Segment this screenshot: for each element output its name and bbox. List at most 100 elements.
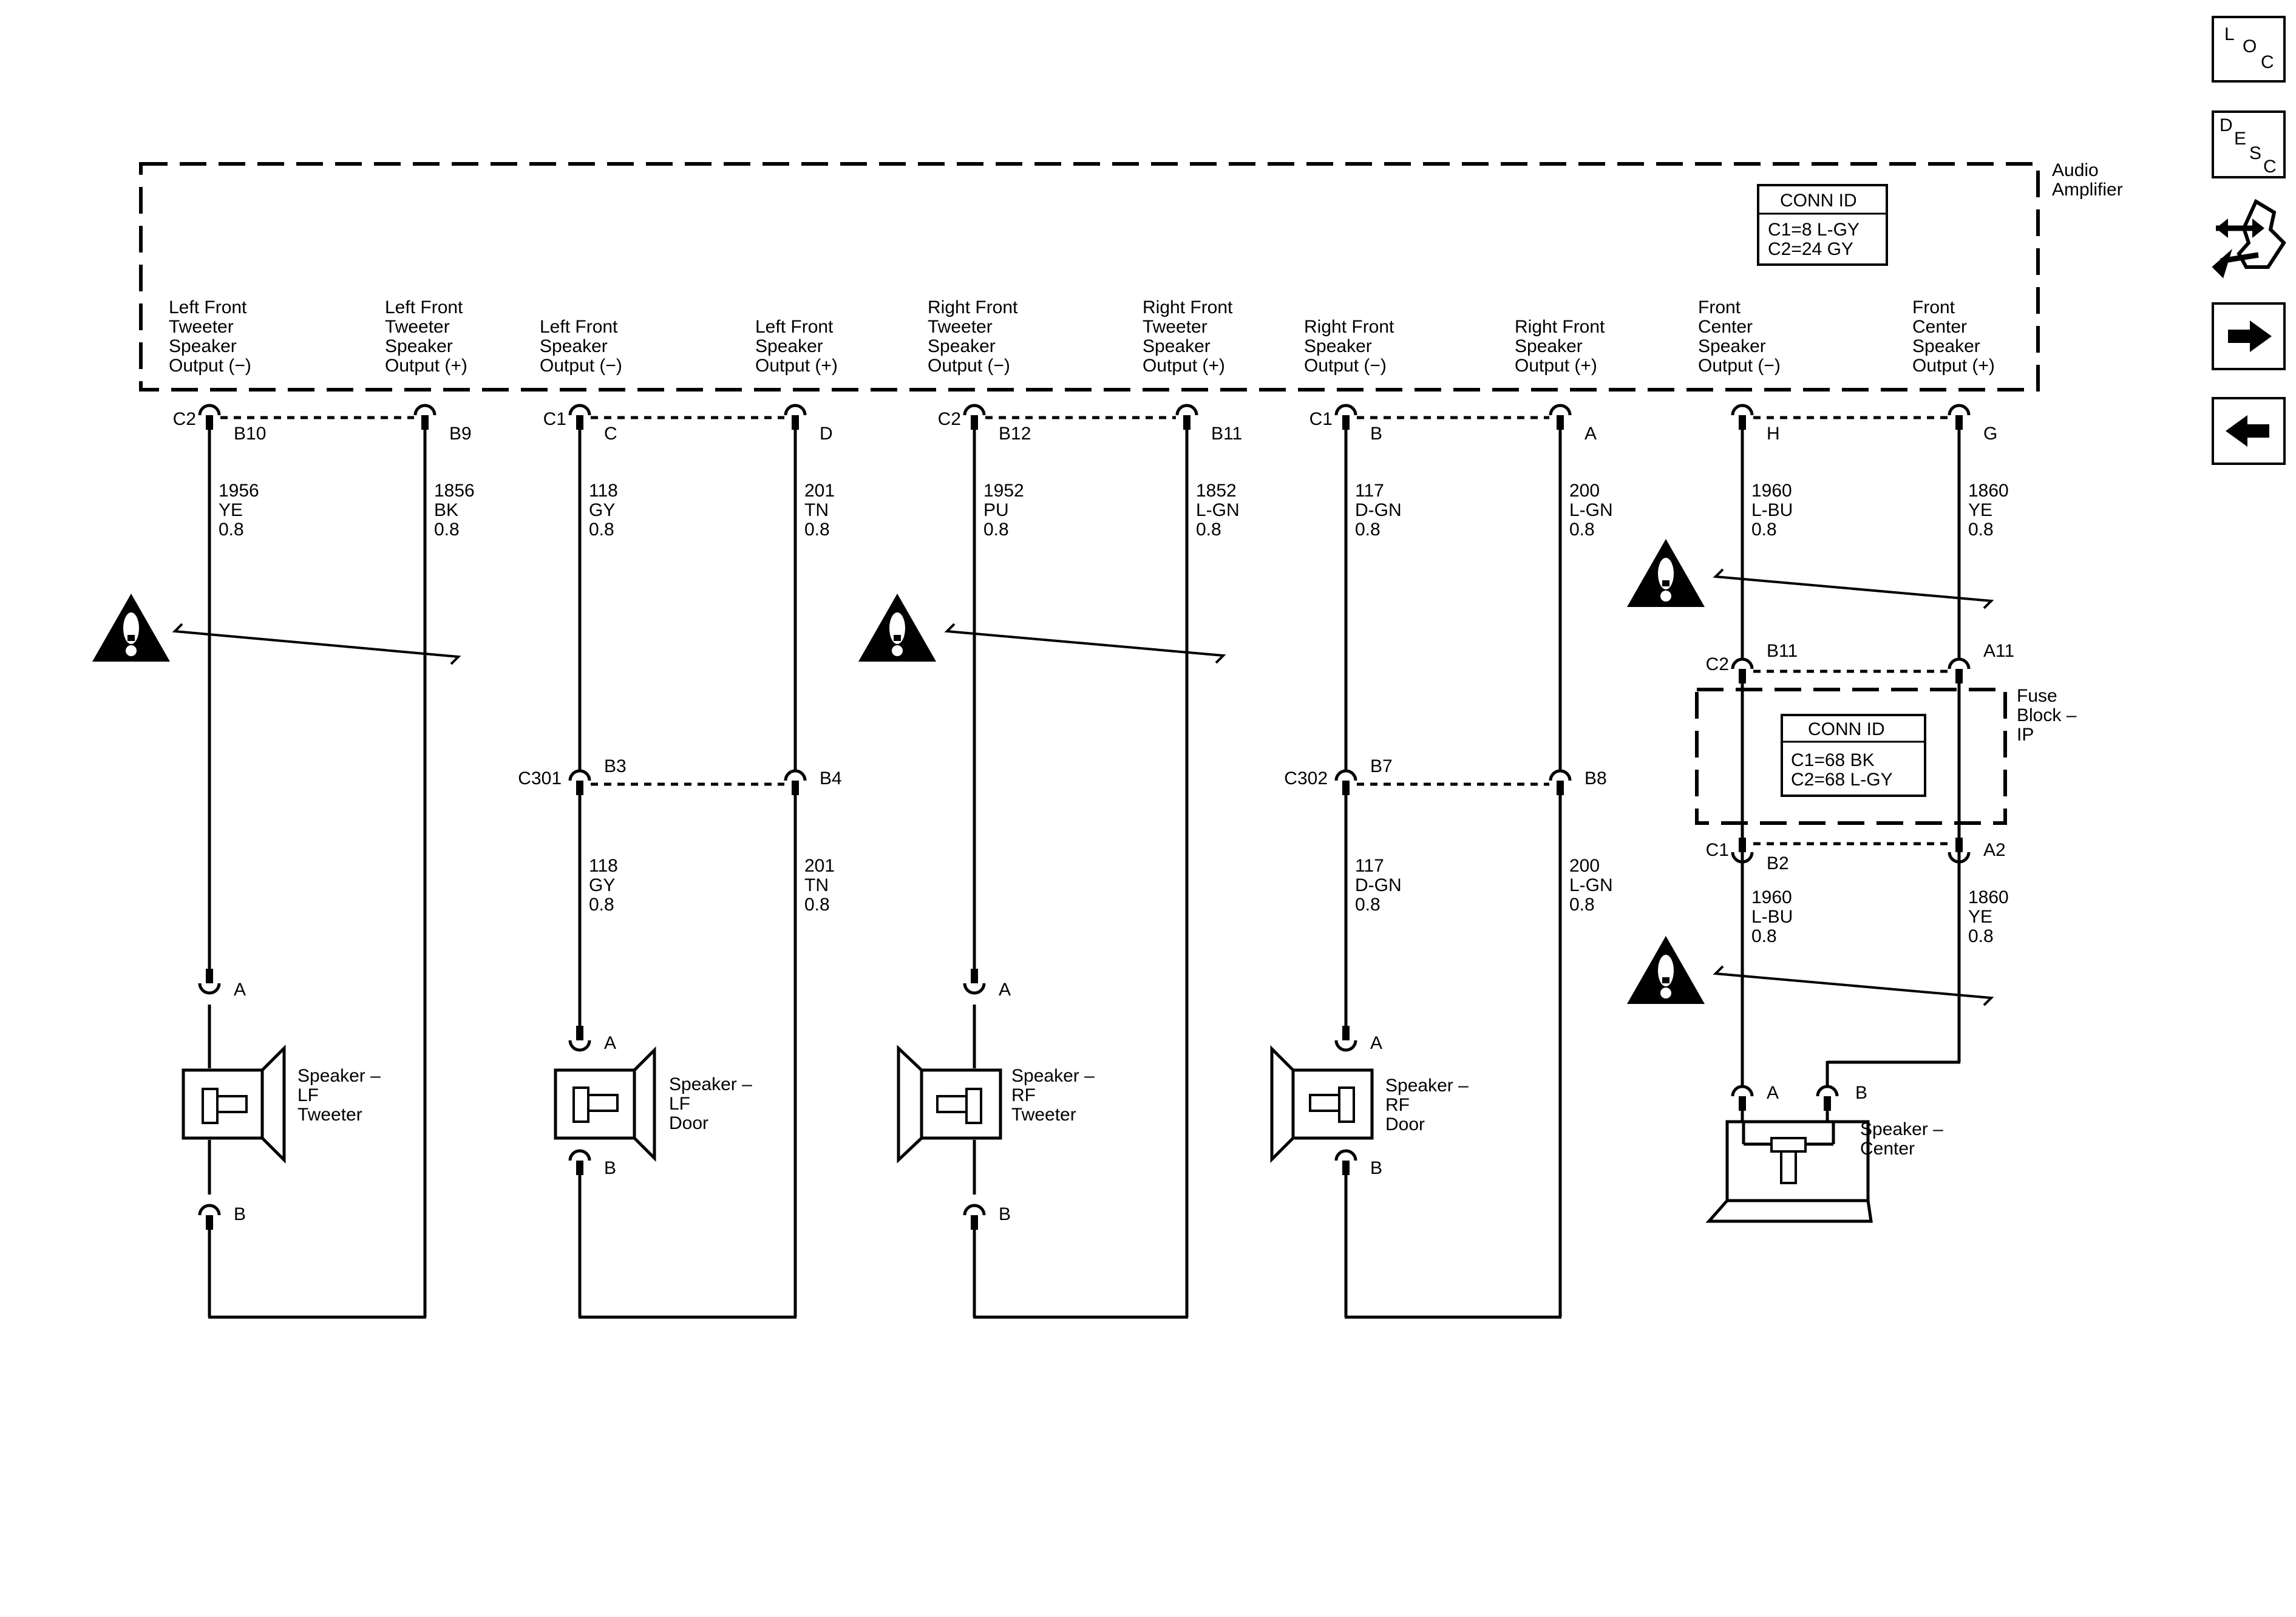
arrow-left-icon bbox=[2226, 415, 2269, 447]
fuse-pin-label: B2 bbox=[1767, 853, 1789, 873]
connector-pin bbox=[1342, 1161, 1350, 1175]
connector-arc bbox=[1731, 1085, 1754, 1097]
wire-upper-color: L-BU bbox=[1751, 500, 1793, 520]
wire-lower-circuit: 201 bbox=[804, 856, 835, 876]
connector-pin bbox=[1739, 669, 1746, 683]
amp-output-label-line: Right Front bbox=[1304, 317, 1394, 337]
connector-arc bbox=[568, 404, 591, 416]
fuse-conn-id-frame bbox=[1781, 714, 1926, 797]
amp-connector-name: C1 bbox=[543, 409, 566, 429]
fuse-connector bbox=[1731, 838, 1754, 864]
wire-upper-color: L-GN bbox=[1196, 500, 1240, 520]
next-page-button[interactable] bbox=[2212, 302, 2286, 370]
connector-arc bbox=[568, 769, 591, 781]
amp-conn-id-title: CONN ID bbox=[1780, 191, 1857, 211]
connector-pin bbox=[792, 781, 799, 795]
amp-output-label-line: Front bbox=[1912, 297, 1955, 317]
amp-output-label-line: Left Front bbox=[385, 297, 463, 317]
speaker-connector bbox=[963, 1204, 986, 1230]
wire-upper-color: D-GN bbox=[1355, 500, 1402, 520]
amp-output-label-line: Right Front bbox=[1515, 317, 1605, 337]
connector-arc bbox=[568, 1040, 591, 1052]
connector-arc bbox=[784, 769, 807, 781]
speaker-lf-door: Speaker – LF Door bbox=[554, 1046, 752, 1162]
speaker-rf-door: Speaker – RF Door bbox=[1270, 1045, 1469, 1164]
connector-pin bbox=[206, 1215, 213, 1230]
speaker-pin-label: B bbox=[234, 1204, 246, 1224]
wire-upper-circuit: 200 bbox=[1569, 481, 1600, 501]
amp-output-label-line: Output (+) bbox=[1143, 356, 1225, 376]
caution-markers bbox=[92, 539, 1994, 1006]
speaker-pin-label: A bbox=[1767, 1083, 1779, 1103]
speaker-cone bbox=[1705, 1199, 1873, 1223]
connector-arc bbox=[1175, 404, 1198, 416]
wire-lower-color: GY bbox=[589, 875, 615, 895]
speaker-voice-coil bbox=[587, 1094, 619, 1112]
wire-upper-circuit: 1956 bbox=[219, 481, 259, 501]
svg-text:D: D bbox=[2220, 115, 2233, 135]
svg-text:S: S bbox=[2249, 143, 2261, 163]
speaker-connector bbox=[568, 1149, 591, 1175]
amp-output-label-line: Tweeter bbox=[1143, 317, 1207, 337]
connector-arc bbox=[963, 404, 986, 416]
previous-page-button[interactable] bbox=[2212, 397, 2286, 465]
connector-pin bbox=[1557, 415, 1564, 430]
wire-upper-circuit: 117 bbox=[1355, 481, 1384, 501]
wire-upper-size: 0.8 bbox=[589, 520, 614, 540]
inline-connector bbox=[1334, 769, 1357, 795]
amp-output-label-line: Speaker bbox=[1698, 336, 1766, 356]
amp-pin-label: A bbox=[1584, 424, 1597, 444]
connector-arc bbox=[1948, 852, 1971, 864]
speaker-pin-label: B bbox=[1370, 1158, 1382, 1178]
wire-lower-color: YE bbox=[1968, 907, 1992, 927]
loc-button[interactable]: L O C bbox=[2212, 16, 2286, 83]
speaker-pin-label: B bbox=[999, 1204, 1011, 1224]
connector-arc bbox=[1549, 404, 1572, 416]
wire-upper-color: TN bbox=[804, 500, 829, 520]
connector-pin bbox=[792, 415, 799, 430]
amp-output-label-line: Speaker bbox=[1515, 336, 1583, 356]
connector-pin bbox=[971, 969, 978, 983]
desc-button[interactable]: D E S C bbox=[2212, 110, 2286, 178]
speaker-magnet bbox=[572, 1086, 589, 1123]
wire-lower-color: L-BU bbox=[1751, 907, 1793, 927]
wire-upper-size: 0.8 bbox=[434, 520, 460, 540]
amp-connector bbox=[784, 404, 807, 430]
speaker-lf-tweeter: Speaker – LF Tweeter bbox=[182, 1044, 381, 1164]
amp-connector bbox=[1731, 404, 1754, 430]
connector-pin bbox=[1739, 415, 1746, 430]
amp-connector bbox=[1549, 404, 1572, 430]
speaker-cone bbox=[897, 1045, 923, 1164]
speaker-connector bbox=[1334, 1026, 1357, 1052]
amp-output-label-line: Tweeter bbox=[928, 317, 993, 337]
speaker-magnet bbox=[202, 1088, 219, 1124]
connector-pin bbox=[1955, 415, 1963, 430]
speaker-cone bbox=[1270, 1045, 1295, 1164]
amp-output-label-line: Output (−) bbox=[1304, 356, 1387, 376]
wire-upper-color: BK bbox=[434, 500, 458, 520]
amp-connector bbox=[198, 404, 221, 430]
amp-conn-id-c2: C2=24 GY bbox=[1768, 239, 1853, 259]
connector-arc bbox=[198, 1204, 221, 1216]
connector-pin bbox=[576, 781, 583, 795]
amp-output-label-line: Right Front bbox=[1143, 297, 1233, 317]
twisted-pair-marker bbox=[1713, 965, 1994, 1006]
caution-icon bbox=[1627, 539, 1705, 607]
wire-upper-color: YE bbox=[219, 500, 243, 520]
inline-connector-name: C302 bbox=[1284, 768, 1328, 788]
connector-pin bbox=[206, 415, 213, 430]
wire-upper-size: 0.8 bbox=[804, 520, 830, 540]
fuse-connector bbox=[1948, 838, 1971, 864]
connector-arc bbox=[198, 404, 221, 416]
wire-upper-color: PU bbox=[983, 500, 1009, 520]
speaker-cone bbox=[260, 1044, 286, 1164]
inline-pin-label: B4 bbox=[820, 768, 842, 788]
wire-upper-circuit: 1852 bbox=[1196, 481, 1237, 501]
connector-pin bbox=[1955, 838, 1963, 852]
speaker-magnet bbox=[1780, 1150, 1797, 1184]
connectors bbox=[198, 404, 1971, 1230]
twisted-pair-marker bbox=[944, 623, 1226, 664]
amp-output-label-line: Output (+) bbox=[1912, 356, 1995, 376]
connector-view-icon[interactable] bbox=[2212, 198, 2286, 279]
speaker-connector bbox=[198, 1204, 221, 1230]
